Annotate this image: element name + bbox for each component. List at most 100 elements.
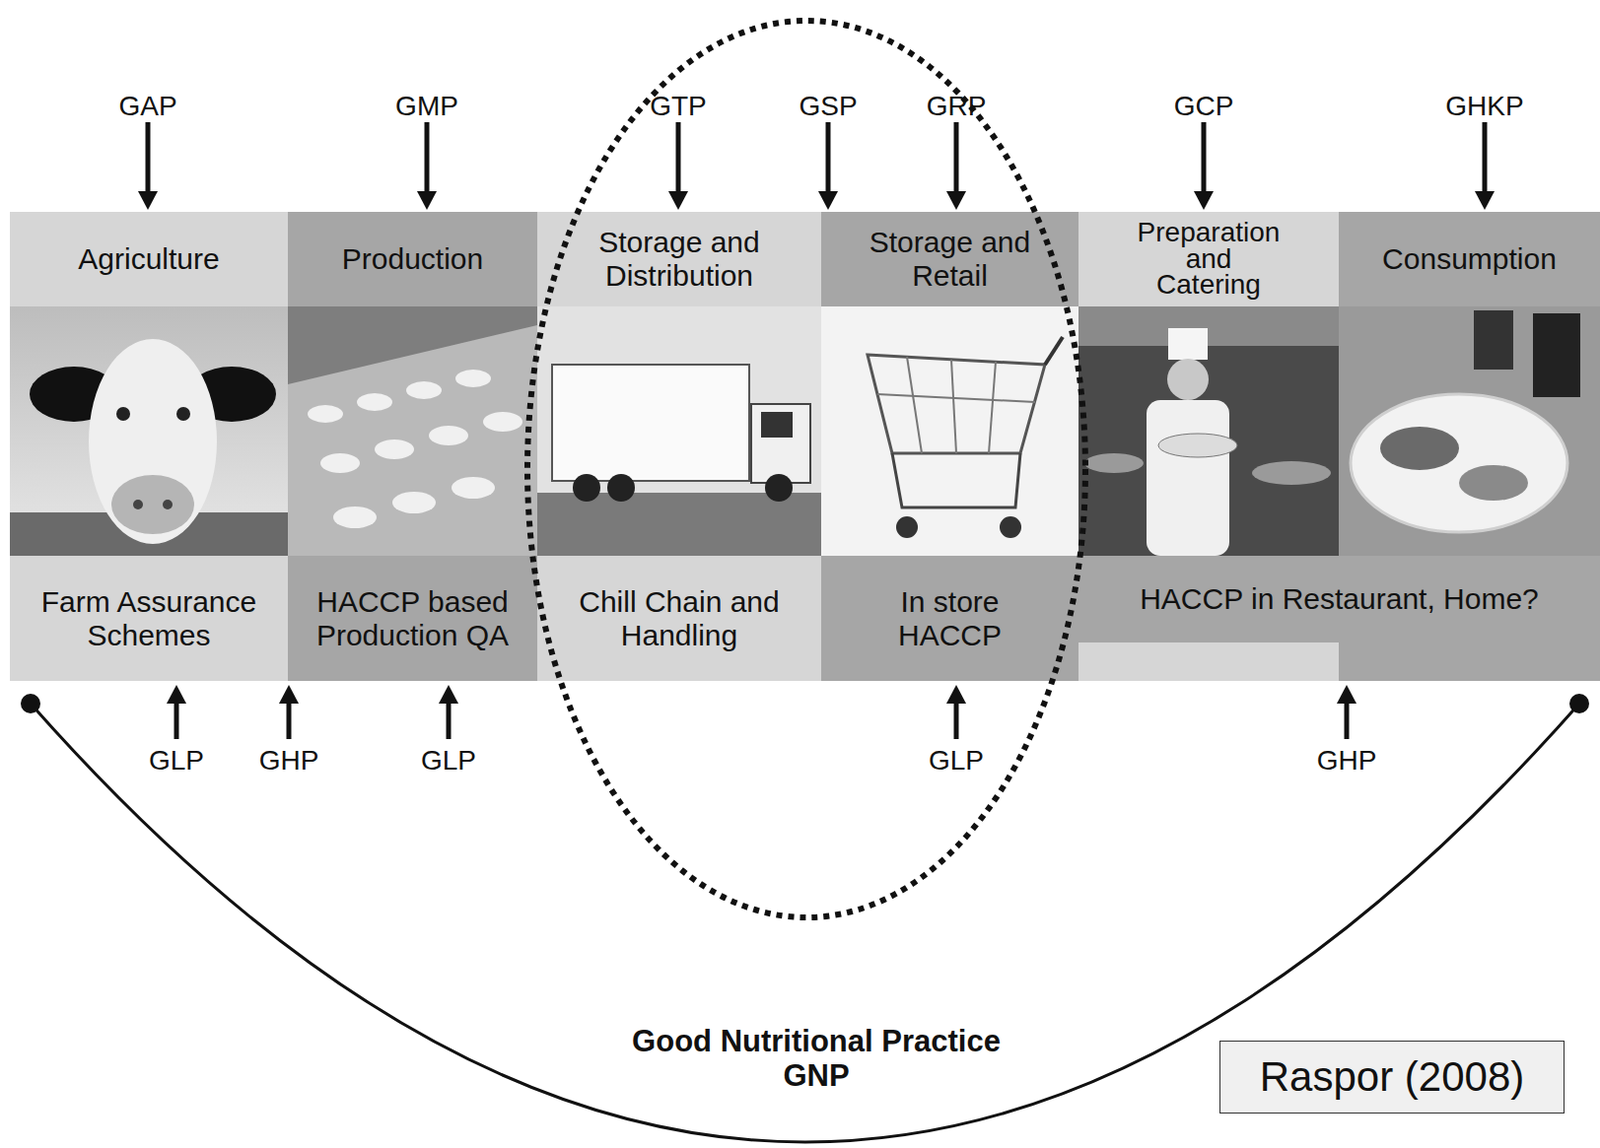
- food: [1459, 465, 1529, 501]
- arrow-shaft: [286, 701, 292, 740]
- chef-jacket: [1146, 400, 1230, 557]
- arrow-shaft: [676, 122, 682, 194]
- stage-box: Preparation and Catering: [1078, 211, 1339, 307]
- stage-label: Consumption: [1382, 242, 1557, 277]
- serving-plate: [1158, 433, 1238, 458]
- arrow-head: [946, 191, 967, 210]
- stage-box: Storage and Retail: [821, 211, 1079, 307]
- arrow-head: [138, 191, 158, 210]
- footer-fill: [1078, 642, 1339, 682]
- stage-label: HACCP in Restaurant, Home?: [1139, 582, 1539, 617]
- arrow-head: [417, 191, 437, 210]
- practice-label: GLP: [857, 745, 1055, 776]
- stage-box: Chill Chain and Handling: [537, 556, 822, 682]
- arrow-shaft: [954, 701, 960, 740]
- photo-ground: [537, 306, 822, 557]
- footer-fill: [1338, 642, 1600, 682]
- practice-label: GMP: [328, 90, 526, 122]
- band-fills: [9, 211, 1600, 682]
- practice-label: GTP: [579, 90, 777, 122]
- stage-box: Farm Assurance Schemes: [9, 556, 288, 682]
- header-fill: [287, 211, 538, 307]
- wheel: [607, 474, 635, 502]
- dumpling: [455, 369, 491, 388]
- chef-photo: [1078, 306, 1339, 557]
- stage-label: Chill Chain and Handling: [545, 585, 814, 652]
- chef-hat: [1168, 328, 1208, 360]
- header-fill: [1078, 211, 1339, 307]
- eye: [176, 407, 191, 421]
- food: [1380, 426, 1460, 471]
- glass: [1473, 310, 1514, 370]
- header-fill: [821, 211, 1079, 307]
- dumpling: [428, 425, 469, 446]
- wheel: [765, 474, 793, 502]
- stage-box: Consumption: [1338, 211, 1600, 307]
- cow-head: [88, 339, 217, 545]
- stage-label: Farm Assurance Schemes: [17, 585, 280, 652]
- plate: [1350, 394, 1568, 533]
- truck-photo: [537, 306, 822, 557]
- photo-ground: [1338, 306, 1600, 557]
- practice-label: GHP: [1248, 745, 1446, 776]
- stage-label: In store HACCP: [866, 585, 1035, 652]
- stage-box: Agriculture: [9, 211, 288, 307]
- arrow-shaft: [1201, 122, 1207, 194]
- practice-label: GSP: [729, 90, 927, 122]
- header-fill: [537, 211, 822, 307]
- glass: [1532, 313, 1581, 398]
- arrow-head: [1336, 685, 1357, 704]
- wheel: [572, 474, 601, 502]
- muzzle: [111, 475, 195, 535]
- stage-box: HACCP in Restaurant, Home?: [1078, 556, 1600, 643]
- curve-end-dot: [1569, 694, 1590, 714]
- citation-box: Raspor (2008): [1219, 1041, 1565, 1114]
- header-fill: [1338, 211, 1600, 307]
- header-fill: [9, 211, 288, 307]
- arrow-head: [1474, 191, 1495, 210]
- eye: [116, 407, 131, 421]
- practice-arrows: [138, 122, 1495, 740]
- practice-label: GAP: [49, 90, 247, 122]
- cart-frame: [892, 453, 1021, 508]
- arrow-head: [668, 191, 689, 210]
- footer-fill: [287, 556, 538, 682]
- practice-label: GRP: [857, 90, 1055, 122]
- footer-fill: [1078, 556, 1600, 643]
- arrow-shaft: [145, 122, 151, 194]
- arrow-head: [278, 685, 299, 704]
- road: [537, 492, 822, 557]
- ceiling: [1078, 306, 1339, 347]
- stage-label: Agriculture: [77, 242, 219, 277]
- photo-ground: [1078, 306, 1339, 557]
- footer-fill: [821, 556, 1079, 682]
- truck-cab: [751, 404, 811, 484]
- meal-photo: [1338, 306, 1600, 557]
- curve-end-dot: [20, 694, 41, 714]
- nutrition-curve: [30, 703, 1580, 1143]
- wheel: [999, 516, 1022, 539]
- cart-basket: [867, 354, 1045, 454]
- practice-label: GCP: [1105, 90, 1303, 122]
- cart-wire: [877, 394, 1036, 403]
- arrow-shaft: [826, 122, 832, 194]
- arrow-head: [166, 685, 187, 704]
- cow-photo: [9, 306, 288, 557]
- nostril: [133, 499, 143, 510]
- dumpling: [320, 453, 360, 474]
- cab-window: [761, 412, 793, 438]
- dumpling: [333, 506, 377, 529]
- arrow-shaft: [1482, 122, 1488, 194]
- dumpling: [406, 381, 442, 400]
- stage-box: Production: [287, 211, 538, 307]
- stage-label: Storage and Retail: [829, 225, 1071, 292]
- wheel: [896, 516, 918, 539]
- cart-wire: [906, 356, 922, 454]
- arrow-head: [818, 191, 838, 210]
- dumpling: [392, 491, 436, 514]
- footer-fill: [537, 556, 822, 682]
- arrow-shaft: [1344, 701, 1350, 740]
- arrow-head: [1193, 191, 1214, 210]
- arrow-shaft: [954, 122, 960, 194]
